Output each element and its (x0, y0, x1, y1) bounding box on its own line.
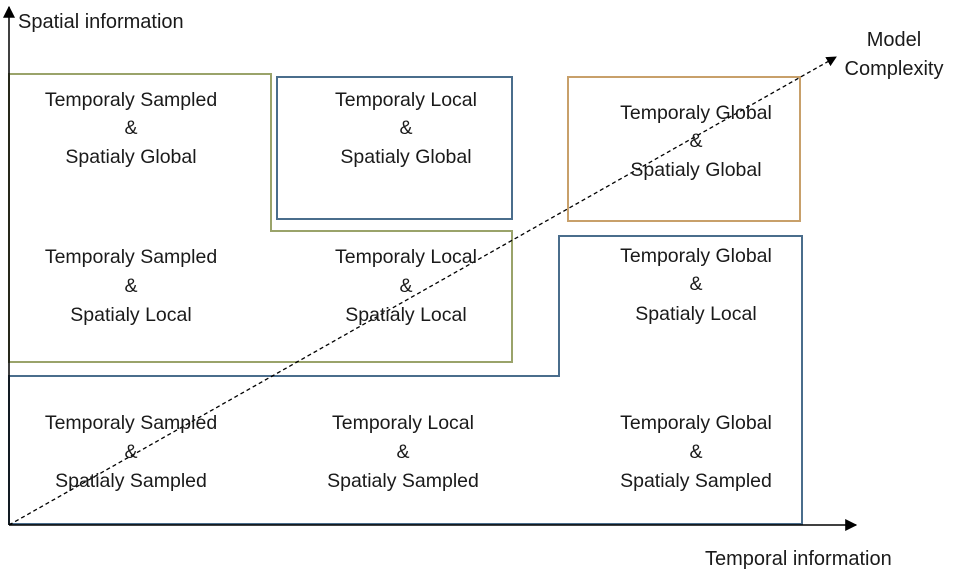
complexity-label-line1: Model (867, 29, 921, 51)
cell-line: Temporaly Local (335, 89, 477, 111)
cell-line: Temporaly Global (620, 412, 772, 434)
cell-temporaly-global-spatialy-global: Temporaly Global & Spatialy Global (620, 102, 772, 181)
cell-temporaly-local-spatialy-global: Temporaly Local & Spatialy Global (335, 89, 477, 168)
cell-line: Temporaly Global (620, 102, 772, 124)
cell-temporaly-local-spatialy-local: Temporaly Local & Spatialy Local (335, 246, 477, 326)
cell-line: & (689, 273, 702, 295)
cell-temporaly-sampled-spatialy-local: Temporaly Sampled & Spatialy Local (45, 246, 217, 326)
cell-line: Spatialy Global (65, 146, 196, 168)
cell-line: Spatialy Sampled (55, 470, 207, 492)
cell-line: Temporaly Sampled (45, 246, 217, 268)
cell-temporaly-local-spatialy-sampled: Temporaly Local & Spatialy Sampled (327, 412, 479, 492)
cell-line: & (124, 275, 137, 297)
cell-line: & (399, 117, 412, 139)
cell-line: Spatialy Global (340, 146, 471, 168)
cell-line: Spatialy Local (635, 303, 756, 325)
cell-line: Spatialy Local (345, 304, 466, 326)
cell-line: Temporaly Sampled (45, 89, 217, 111)
cell-line: Temporaly Local (335, 246, 477, 268)
orange-box-temporal-global-spatial-global (567, 76, 801, 222)
cell-temporaly-global-spatialy-sampled: Temporaly Global & Spatialy Sampled (620, 412, 772, 492)
cell-line: Spatialy Sampled (620, 470, 772, 492)
model-complexity-arrow (8, 56, 837, 526)
cell-line: Spatialy Sampled (327, 470, 479, 492)
y-axis-label: Spatial information (18, 11, 184, 33)
cell-line: Spatialy Global (630, 159, 761, 181)
cell-temporaly-global-spatialy-local: Temporaly Global & Spatialy Local (620, 245, 772, 325)
cell-line: & (399, 275, 412, 297)
cell-line: Temporaly Local (332, 412, 474, 434)
cell-line: Temporaly Global (620, 245, 772, 267)
x-axis-label: Temporal information (705, 548, 892, 570)
complexity-label-line2: Complexity (845, 58, 944, 80)
cell-line: & (689, 441, 702, 463)
cell-line: Temporaly Sampled (45, 412, 217, 434)
cell-line: & (396, 441, 409, 463)
cell-temporaly-sampled-spatialy-global: Temporaly Sampled & Spatialy Global (45, 89, 217, 168)
cell-line: & (124, 117, 137, 139)
cell-line: Spatialy Local (70, 304, 191, 326)
cell-line: & (689, 130, 702, 152)
cell-line: & (124, 441, 137, 463)
cell-temporaly-sampled-spatialy-sampled: Temporaly Sampled & Spatialy Sampled (45, 412, 217, 492)
blue-box-temporal-local-spatial-global (276, 76, 513, 220)
